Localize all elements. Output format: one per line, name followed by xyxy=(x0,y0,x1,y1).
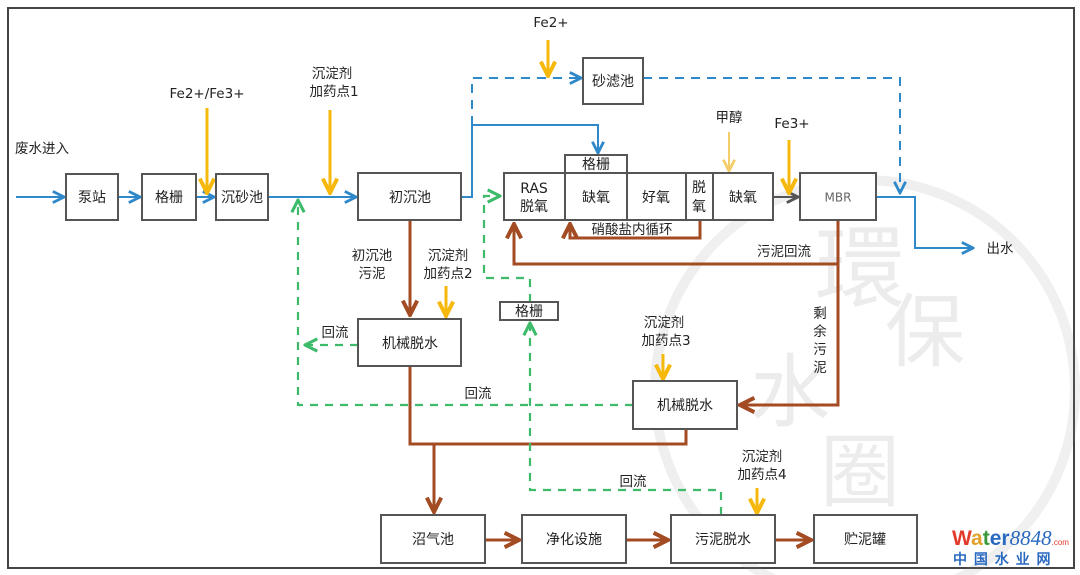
label-primary-sludge-1: 初沉池 xyxy=(352,247,393,264)
svg-text:環: 環 xyxy=(815,217,905,322)
return-flow-lines xyxy=(298,196,723,515)
label-dose4-line2: 加药点4 xyxy=(737,467,786,483)
svg-text:缺氧: 缺氧 xyxy=(582,190,610,206)
svg-text:保: 保 xyxy=(885,286,965,379)
svg-text:缺氧: 缺氧 xyxy=(729,190,757,206)
node-purification: 净化设施 xyxy=(521,514,627,564)
svg-text:贮泥罐: 贮泥罐 xyxy=(844,532,886,548)
node-grit-chamber: 沉砂池 xyxy=(215,173,269,221)
node-deox: 脱氧 xyxy=(685,172,714,221)
diagram-frame xyxy=(7,7,1075,569)
svg-text:圈: 圈 xyxy=(820,426,900,519)
svg-text:沼气池: 沼气池 xyxy=(412,532,454,548)
svg-text:氧: 氧 xyxy=(692,199,706,215)
water-flow-lines xyxy=(16,78,973,248)
label-return-1: 回流 xyxy=(322,325,349,341)
svg-text:MBR: MBR xyxy=(825,191,852,205)
svg-text:机械脱水: 机械脱水 xyxy=(657,398,713,414)
sludge-flow-lines xyxy=(410,220,840,540)
svg-text:污泥脱水: 污泥脱水 xyxy=(695,532,751,548)
node-ras-deox: RAS 脱氧 xyxy=(503,172,566,221)
svg-text:格栅: 格栅 xyxy=(582,157,610,173)
svg-text:沉砂池: 沉砂池 xyxy=(221,190,263,206)
svg-text:水: 水 xyxy=(750,346,830,439)
label-dose2-line2: 加药点2 xyxy=(423,266,472,282)
label-excess-sludge-3: 污 xyxy=(813,342,827,358)
svg-text:净化设施: 净化设施 xyxy=(546,532,602,548)
label-methanol: 甲醇 xyxy=(716,109,743,126)
svg-text:初沉池: 初沉池 xyxy=(389,189,431,206)
label-sludge-return: 污泥回流 xyxy=(757,244,811,260)
node-primary-clarifier: 初沉池 xyxy=(357,172,462,221)
label-return-3: 回流 xyxy=(620,474,648,490)
label-outflow: 出水 xyxy=(987,241,1015,257)
svg-text:RAS: RAS xyxy=(520,181,548,197)
svg-text:砂滤池: 砂滤池 xyxy=(592,74,634,90)
label-excess-sludge-4: 泥 xyxy=(813,360,827,376)
node-screen: 格栅 xyxy=(141,173,197,221)
svg-text:机械脱水: 机械脱水 xyxy=(382,336,438,352)
svg-text:好氧: 好氧 xyxy=(642,190,670,206)
label-dose3-line2: 加药点3 xyxy=(641,333,690,349)
label-dose1-line1: 沉淀剂 xyxy=(312,66,353,82)
node-anoxic-2: 缺氧 xyxy=(712,172,774,221)
label-dose4-line1: 沉淀剂 xyxy=(742,449,783,465)
node-mech-dewater-2: 机械脱水 xyxy=(632,380,738,430)
label-dose1-line2: 加药点1 xyxy=(309,84,358,100)
label-dose2-line1: 沉淀剂 xyxy=(428,248,469,264)
svg-text:脱氧: 脱氧 xyxy=(520,199,548,215)
label-excess-sludge-1: 剩 xyxy=(813,306,827,322)
label-inflow: 废水进入 xyxy=(15,141,69,157)
node-sludge-dewater: 污泥脱水 xyxy=(670,514,776,564)
label-nitrate-recycle: 硝酸盐内循环 xyxy=(592,222,673,238)
node-screen-small: 格栅 xyxy=(499,301,559,321)
svg-text:格栅: 格栅 xyxy=(155,190,183,206)
node-screen-top: 格栅 xyxy=(564,154,628,174)
svg-text:Water8848.com: Water8848.com xyxy=(952,526,1069,550)
svg-text:格栅: 格栅 xyxy=(515,304,543,320)
label-fe2-fe3: Fe2+/Fe3+ xyxy=(169,86,244,102)
node-biogas-tank: 沼气池 xyxy=(380,514,486,564)
label-primary-sludge-2: 污泥 xyxy=(359,266,386,282)
svg-text:泵站: 泵站 xyxy=(78,190,106,206)
svg-text:中 国 水 业 网: 中 国 水 业 网 xyxy=(953,551,1052,568)
label-fe3: Fe3+ xyxy=(774,116,809,132)
node-sludge-tank: 贮泥罐 xyxy=(813,514,918,564)
node-pump-station: 泵站 xyxy=(65,173,119,221)
label-fe2: Fe2+ xyxy=(533,15,568,31)
node-mbr: MBR xyxy=(799,172,877,221)
node-anoxic-1: 缺氧 xyxy=(564,172,628,221)
node-aerobic: 好氧 xyxy=(626,172,687,221)
chemical-dose-arrows xyxy=(207,40,789,513)
water8848-logo: Water8848.com 中 国 水 业 网 xyxy=(952,526,1069,568)
node-mech-dewater-1: 机械脱水 xyxy=(357,318,462,367)
label-dose3-line1: 沉淀剂 xyxy=(644,315,685,331)
label-excess-sludge-2: 余 xyxy=(813,323,827,340)
svg-text:脱: 脱 xyxy=(692,180,706,196)
node-sand-filter: 砂滤池 xyxy=(582,57,644,105)
label-return-2: 回流 xyxy=(465,386,492,402)
